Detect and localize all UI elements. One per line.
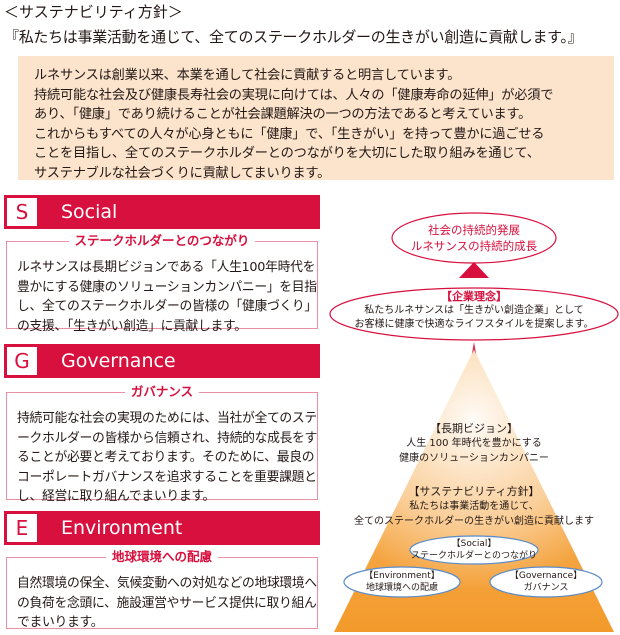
environment-ellipse-line: 【Environment】 bbox=[364, 571, 440, 581]
governance-ellipse-line: ガバナンス bbox=[523, 583, 569, 593]
social-ellipse-line: ステークホルダーとのつながり bbox=[411, 551, 537, 561]
intro-line: ことを目指し、全てのステークホルダーとのつながりを大切にした取り組みを通じて、 bbox=[34, 146, 540, 161]
governance-text-line: ることが必要と考えております。そのために、最良の bbox=[17, 450, 315, 465]
governance-ellipse-label: 【Governance】 ガバナンス bbox=[490, 570, 602, 594]
vision-line: 人生 100 年時代を豊かにする bbox=[406, 438, 542, 449]
governance-text-line: コーポレートガバナンスを追求することを重要課題と bbox=[17, 469, 317, 485]
goal-line: ルネサンスの持続的成長 bbox=[410, 239, 538, 253]
governance-header: G Governance bbox=[4, 344, 320, 378]
governance-ellipse bbox=[489, 566, 603, 598]
philosophy-line: 私たちルネサンスは「生きがい創造企業」として bbox=[364, 305, 584, 316]
environment-ellipse-label: 【Environment】 地球環境への配慮 bbox=[344, 570, 460, 594]
pyramid-graphic bbox=[329, 212, 619, 632]
social-text-line: 豊かにする健康のソリューションカンパニー」を目指 bbox=[17, 279, 317, 295]
governance-text-line: し、経営に取り組んでまいります。 bbox=[17, 489, 216, 504]
environment-text-line: 自然環境の保全、気候変動への対処などの地球環境へ bbox=[17, 576, 317, 591]
goal-text: 社会の持続的発展 ルネサンスの持続的成長 bbox=[392, 222, 556, 254]
intro-box: ルネサンスは創業以来、本業を通して社会に貢献すると明言しています。 持続可能な社… bbox=[18, 56, 614, 181]
social-ellipse bbox=[409, 535, 539, 565]
vision-title: 【長期ビジョン】 bbox=[430, 422, 518, 435]
goal-line: 社会の持続的発展 bbox=[428, 223, 520, 237]
governance-subtitle: ガバナンス bbox=[124, 384, 200, 400]
environment-letter: E bbox=[7, 514, 37, 542]
social-title: Social bbox=[61, 201, 118, 223]
philosophy-title: 【企業理念】 bbox=[441, 290, 507, 303]
policy-text: 【サステナビリティ方針】 私たちは事業活動を通じて、 全てのステークホルダーの生… bbox=[336, 484, 612, 529]
social-ellipse-line: 【Social】 bbox=[451, 539, 497, 549]
policy-line: 私たちは事業活動を通じて、 bbox=[409, 501, 539, 512]
intro-line: ルネサンスは創業以来、本業を通して社会に貢献すると明言しています。 bbox=[34, 68, 461, 83]
social-text-line: の支援、「生きがい創造」に貢献します。 bbox=[17, 318, 247, 334]
environment-text-line: の負荷を念頭に、施設運営やサービス提供に取り組ん bbox=[17, 595, 317, 611]
philosophy-line: お客様に健康で快適なライフスタイルを提案します。 bbox=[354, 319, 594, 330]
vision-line: 健康のソリューションカンパニー bbox=[399, 453, 549, 464]
environment-box: 地球環境への配慮 自然環境の保全、気候変動への対処などの地球環境へ の負荷を念頭… bbox=[6, 549, 318, 630]
social-letter: S bbox=[7, 198, 37, 226]
policy-statement: 『私たちは事業活動を通じて、全てのステークホルダーの生きがい創造に貢献します。』 bbox=[4, 28, 583, 46]
intro-line: 持続可能な社会及び健康長寿社会の実現に向けては、人々の「健康寿命の延伸」が必須で bbox=[34, 87, 554, 103]
governance-ellipse-line: 【Governance】 bbox=[509, 571, 583, 581]
environment-text-line: でまいります。 bbox=[17, 615, 104, 630]
pyramid-diagram: 社会の持続的発展 ルネサンスの持続的成長 【企業理念】 私たちルネサンスは「生き… bbox=[326, 200, 620, 635]
philosophy-ellipse bbox=[329, 287, 619, 341]
governance-text-line: 持続可能な社会の実現のためには、当社が全てのステ bbox=[17, 411, 317, 426]
intro-line: サステナブルな社会づくりに貢献してまいります。 bbox=[34, 165, 331, 181]
social-text-line: し、全てのステークホルダーの皆様の「健康づくり」 bbox=[17, 299, 317, 314]
social-text-line: ルネサンスは長期ビジョンである「人生100年時代を bbox=[17, 260, 316, 275]
intro-line: これからもすべての人々が心身ともに「健康」で、「生きがい」を持って豊かに過ごせる bbox=[34, 126, 545, 142]
social-subtitle: ステークホルダーとのつながり bbox=[68, 233, 256, 249]
governance-title: Governance bbox=[61, 350, 176, 372]
vision-text: 【長期ビジョン】 人生 100 年時代を豊かにする 健康のソリューションカンパニ… bbox=[374, 421, 574, 466]
environment-subtitle: 地球環境への配慮 bbox=[105, 549, 218, 565]
social-header: S Social bbox=[4, 195, 320, 229]
environment-title: Environment bbox=[61, 517, 183, 539]
environment-ellipse-line: 地球環境への配慮 bbox=[365, 583, 438, 593]
environment-header: E Environment bbox=[4, 511, 320, 545]
intro-line: あり、「健康」であり続けることが社会課題解決の一つの方法であると考えています。 bbox=[34, 107, 532, 122]
environment-ellipse bbox=[343, 566, 461, 598]
governance-box: ガバナンス 持続可能な社会の実現のためには、当社が全てのステ ークホルダーの皆様… bbox=[6, 384, 318, 504]
governance-text-line: ークホルダーの皆様から信頼され、持続的な成長をす bbox=[17, 430, 318, 446]
social-box: ステークホルダーとのつながり ルネサンスは長期ビジョンである「人生100年時代を… bbox=[6, 233, 318, 334]
section-heading: ＜サステナビリティ方針＞ bbox=[4, 3, 183, 21]
goal-arrow-head bbox=[459, 262, 489, 278]
social-ellipse-label: 【Social】 ステークホルダーとのつながり bbox=[410, 538, 538, 562]
policy-title: 【サステナビリティ方針】 bbox=[408, 485, 540, 498]
policy-line: 全てのステークホルダーの生きがい創造に貢献します bbox=[354, 516, 594, 527]
philosophy-text: 【企業理念】 私たちルネサンスは「生きがい創造企業」として お客様に健康で快適な… bbox=[330, 290, 618, 332]
governance-letter: G bbox=[7, 347, 37, 375]
